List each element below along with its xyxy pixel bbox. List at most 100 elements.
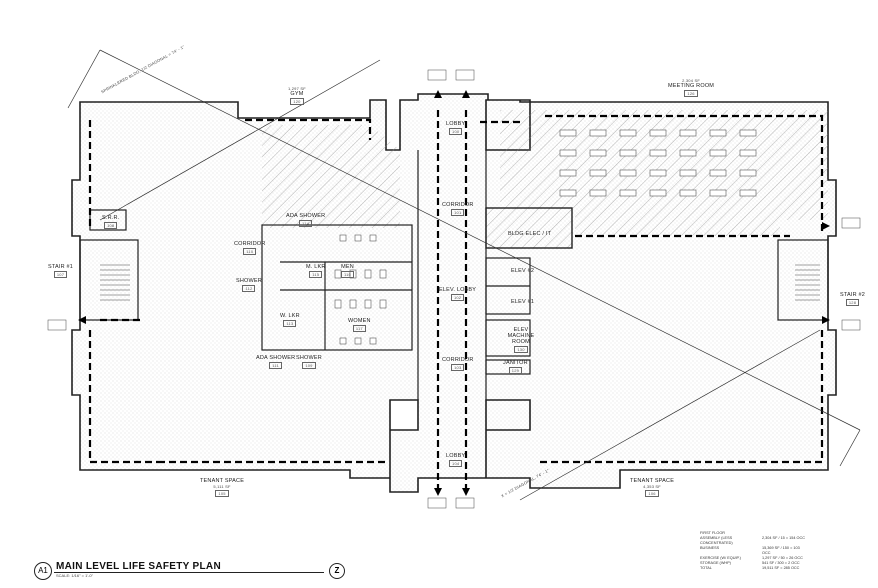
men-tag: 116 — [341, 271, 354, 278]
tenant-left-tag: 105 — [215, 490, 229, 497]
shower-left-tag: 112 — [242, 285, 256, 292]
ada-shower-top-tag: 114 — [299, 220, 313, 227]
shower-bottom-name: SHOWER — [296, 355, 322, 361]
bldg-elec-name: BLDG ELEC / IT — [508, 231, 552, 237]
m-lkr-name: M. LKR — [306, 264, 326, 270]
sheet-id: A1 — [34, 562, 52, 580]
occupancy-row: STORAGE (WHP) 541 SF / 300 = 2 OCC — [700, 561, 808, 566]
occupancy-calc: 19,511 SF = 285 OCC — [762, 566, 800, 570]
room-label-corridor-top: CORRIDOR 101 — [442, 202, 474, 216]
meeting-tables — [559, 129, 757, 197]
room-label-corridor-bottom: CORRIDOR 103 — [442, 357, 474, 371]
room-label-women: WOMEN 117 — [348, 318, 371, 332]
room-label-lobby-top: LOBBY 100 — [446, 121, 465, 135]
room-label-bldg-elec: BLDG ELEC / IT — [508, 231, 551, 237]
sheet-scale: SCALE: 1/16" = 1'-0" — [56, 573, 94, 578]
room-label-shower-bottom: SHOWER 109 — [296, 355, 322, 369]
men-name: MEN — [341, 264, 354, 270]
occupancy-calc: 2,304 SF / 15 = 154 OCC — [762, 536, 805, 540]
elev-machine-name: ELEV MACHINE ROOM — [507, 327, 535, 345]
room-label-lobby-bottom: LOBBY 104 — [446, 453, 465, 467]
occupancy-use: STORAGE (WHP) — [700, 561, 731, 565]
room-label-ada-shower-top: ADA SHOWER 114 — [286, 213, 325, 227]
corridor-top-tag: 101 — [451, 209, 465, 216]
elev-machine-tag: 130 — [514, 346, 528, 353]
occupancy-use: TOTAL — [700, 566, 712, 570]
room-label-elev-2: ELEV #2 — [511, 268, 534, 274]
tenant-left-name: TENANT SPACE — [200, 478, 245, 484]
janitor-name: JANITOR — [503, 360, 528, 366]
room-label-stair-1: STAIR #1 107 — [48, 264, 73, 278]
room-label-men: MEN 116 — [341, 264, 354, 278]
occupancy-calc: 541 SF / 300 = 2 OCC — [762, 561, 800, 565]
stair-2-name: STAIR #2 — [840, 292, 866, 298]
occupancy-use: ASSEMBLY (LESS CONCENTRATED) — [700, 536, 733, 545]
occupancy-calc: 1,297 SF / 50 = 26 OCC — [762, 556, 803, 560]
elev-lobby-tag: 102 — [450, 294, 465, 301]
room-label-gym: 1,297 SF GYM 120 — [288, 86, 306, 105]
meeting-room-tag: 126 — [684, 90, 698, 97]
stair-2-tag: 128 — [845, 299, 860, 306]
title-underline — [54, 572, 324, 573]
shower-left-name: SHOWER — [236, 278, 262, 284]
exit-tags — [47, 69, 861, 509]
lobby-top-name: LOBBY — [446, 121, 466, 127]
shower-bottom-tag: 109 — [302, 362, 316, 369]
tenant-left-area: 5,111 SF — [213, 484, 231, 489]
tenant-right-area: 4,353 SF — [643, 484, 661, 489]
ada-shower-top-name: ADA SHOWER — [286, 213, 326, 219]
room-label-corridor-left: CORRIDOR 110 — [234, 241, 266, 255]
room-label-elev-lobby: ELEV. LOBBY 102 — [439, 287, 476, 301]
corridor-bottom-tag: 103 — [451, 364, 465, 371]
srr-tag: 108 — [104, 222, 118, 229]
occupancy-row: BUSINESS 15,369 SF / 150 = 103 OCC — [700, 546, 808, 556]
occupancy-calc: 15,369 SF / 150 = 103 OCC — [762, 546, 800, 555]
room-label-srr: S.R.R. 108 — [102, 215, 119, 229]
stair-1-name: STAIR #1 — [48, 264, 74, 270]
room-label-elev-1: ELEV #1 — [511, 299, 534, 305]
elev-1-name: ELEV #1 — [511, 299, 535, 305]
room-label-tenant-right: TENANT SPACE 4,353 SF 106 — [630, 478, 674, 497]
srr-name: S.R.R. — [102, 215, 120, 221]
exit-arrows — [78, 90, 830, 496]
women-tag: 117 — [352, 325, 366, 332]
room-label-janitor: JANITOR 129 — [503, 360, 528, 374]
room-label-ada-shower-bottom: ADA SHOWER 111 — [256, 355, 295, 369]
sheet-title: MAIN LEVEL LIFE SAFETY PLAN — [56, 561, 221, 572]
janitor-tag: 129 — [508, 367, 523, 374]
tenant-right-name: TENANT SPACE — [630, 478, 675, 484]
corridor-left-tag: 110 — [243, 248, 257, 255]
lobby-top-tag: 100 — [449, 128, 463, 135]
stair-2-treads — [795, 264, 820, 301]
occupancy-row: ASSEMBLY (LESS CONCENTRATED) 2,304 SF / 1… — [700, 536, 808, 546]
occupancy-use: EXERCISE (W/ EQUIP.) — [700, 556, 741, 560]
w-lkr-tag: 113 — [283, 320, 297, 327]
occupancy-header: FIRST FLOOR — [700, 531, 726, 535]
ada-shower-bottom-tag: 111 — [269, 362, 282, 369]
room-label-elev-machine: ELEV MACHINE ROOM 130 — [506, 327, 536, 353]
elev-lobby-name: ELEV. LOBBY — [439, 287, 477, 293]
tenant-right-tag: 106 — [645, 490, 659, 497]
elev-2-name: ELEV #2 — [511, 268, 535, 274]
occupancy-row: EXERCISE (W/ EQUIP.) 1,297 SF / 50 = 26 O… — [700, 556, 808, 561]
lobby-bottom-name: LOBBY — [446, 453, 466, 459]
corridor-bottom-name: CORRIDOR — [442, 357, 474, 363]
meeting-room-area: 2,304 SF — [682, 78, 700, 83]
interior-walls — [79, 150, 829, 400]
gym-name: GYM — [290, 91, 304, 97]
room-label-tenant-left: TENANT SPACE 5,111 SF 105 — [200, 478, 244, 497]
ada-shower-bottom-name: ADA SHOWER — [256, 355, 296, 361]
north-arrow-icon: Z — [329, 563, 345, 579]
stair-1-treads — [100, 264, 130, 301]
room-label-w-lkr: W. LKR 113 — [280, 313, 300, 327]
room-label-m-lkr: M. LKR 115 — [306, 264, 326, 278]
meeting-room-name: MEETING ROOM — [668, 83, 715, 89]
occupancy-use: BUSINESS — [700, 546, 720, 550]
egress-paths — [88, 110, 824, 490]
w-lkr-name: W. LKR — [280, 313, 300, 319]
room-label-stair-2: STAIR #2 128 — [840, 292, 865, 306]
corridor-left-name: CORRIDOR — [234, 241, 266, 247]
gym-tag: 120 — [290, 98, 304, 105]
lobby-bottom-tag: 104 — [449, 460, 463, 467]
m-lkr-tag: 115 — [309, 271, 323, 278]
